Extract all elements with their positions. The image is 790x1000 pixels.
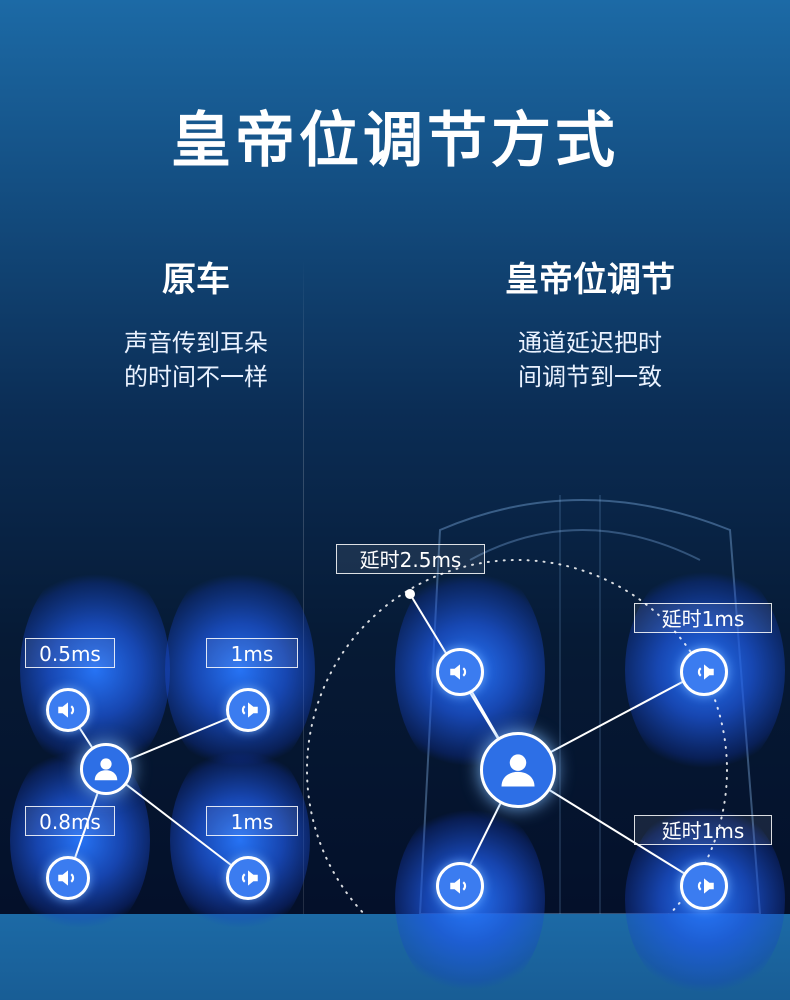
speaker-icon xyxy=(680,648,728,696)
speaker-icon xyxy=(680,862,728,910)
user-icon xyxy=(80,743,132,795)
right-description: 通道延迟把时 间调节到一致 xyxy=(480,326,700,394)
delay-tag: 1ms xyxy=(206,806,298,836)
speaker-icon xyxy=(226,856,270,900)
speaker-icon xyxy=(436,648,484,696)
user-icon xyxy=(480,732,556,808)
speaker-icon xyxy=(226,688,270,732)
left-desc-line2: 的时间不一样 xyxy=(124,363,268,391)
speaker-icon xyxy=(436,862,484,910)
column-divider xyxy=(303,260,304,914)
delay-tag: 延时2.5ms xyxy=(336,544,485,574)
left-description: 声音传到耳朵 的时间不一样 xyxy=(96,326,296,394)
right-heading: 皇帝位调节 xyxy=(505,260,675,300)
seat-glow xyxy=(170,740,310,940)
delay-tag: 1ms xyxy=(206,638,298,668)
page-title: 皇帝位调节方式 xyxy=(171,106,619,176)
speaker-icon xyxy=(46,856,90,900)
delay-tag: 延时1ms xyxy=(634,815,772,845)
speaker-icon xyxy=(46,688,90,732)
right-desc-line2: 间调节到一致 xyxy=(518,363,662,391)
left-heading: 原车 xyxy=(162,260,230,300)
left-desc-line1: 声音传到耳朵 xyxy=(124,329,268,357)
delay-tag: 0.5ms xyxy=(25,638,115,668)
right-desc-line1: 通道延迟把时 xyxy=(518,329,662,357)
delay-tag: 延时1ms xyxy=(634,603,772,633)
delay-tag: 0.8ms xyxy=(25,806,115,836)
